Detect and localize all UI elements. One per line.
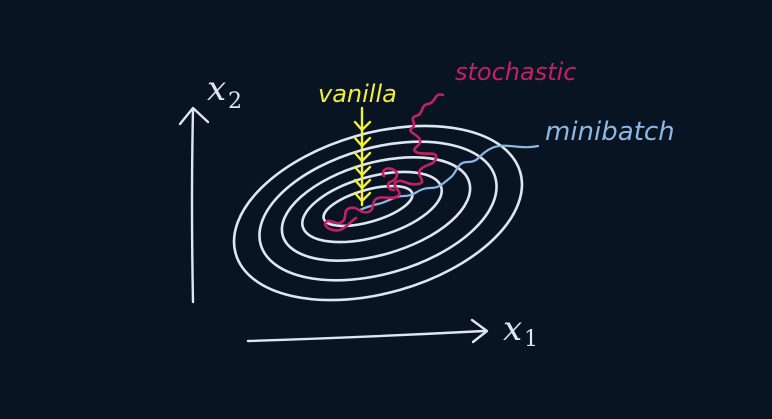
- axis-labels: x 2 x 1: [207, 69, 538, 352]
- stochastic-label: stochastic: [455, 58, 577, 86]
- contour-1: [232, 124, 524, 302]
- x-axis-label: x: [503, 309, 522, 349]
- x-axis-subscript: 1: [524, 327, 538, 352]
- y-axis-arrowhead: [178, 106, 210, 126]
- minibatch-label: minibatch: [545, 117, 675, 147]
- x-axis-arrowhead: [470, 318, 489, 344]
- stochastic-path: [323, 93, 445, 232]
- vanilla-path: [353, 106, 372, 207]
- y-axis-subscript: 2: [228, 89, 242, 114]
- y-axis-line: [190, 108, 195, 304]
- y-axis-label: x: [207, 69, 226, 109]
- vanilla-label: vanilla: [318, 80, 397, 108]
- contour-3: [280, 156, 472, 262]
- x-axis-line: [246, 329, 486, 343]
- minibatch-path: [358, 144, 540, 212]
- axes: [178, 106, 489, 344]
- contour-2: [258, 140, 498, 282]
- contour-4: [300, 170, 444, 244]
- loss-contours: [232, 124, 524, 302]
